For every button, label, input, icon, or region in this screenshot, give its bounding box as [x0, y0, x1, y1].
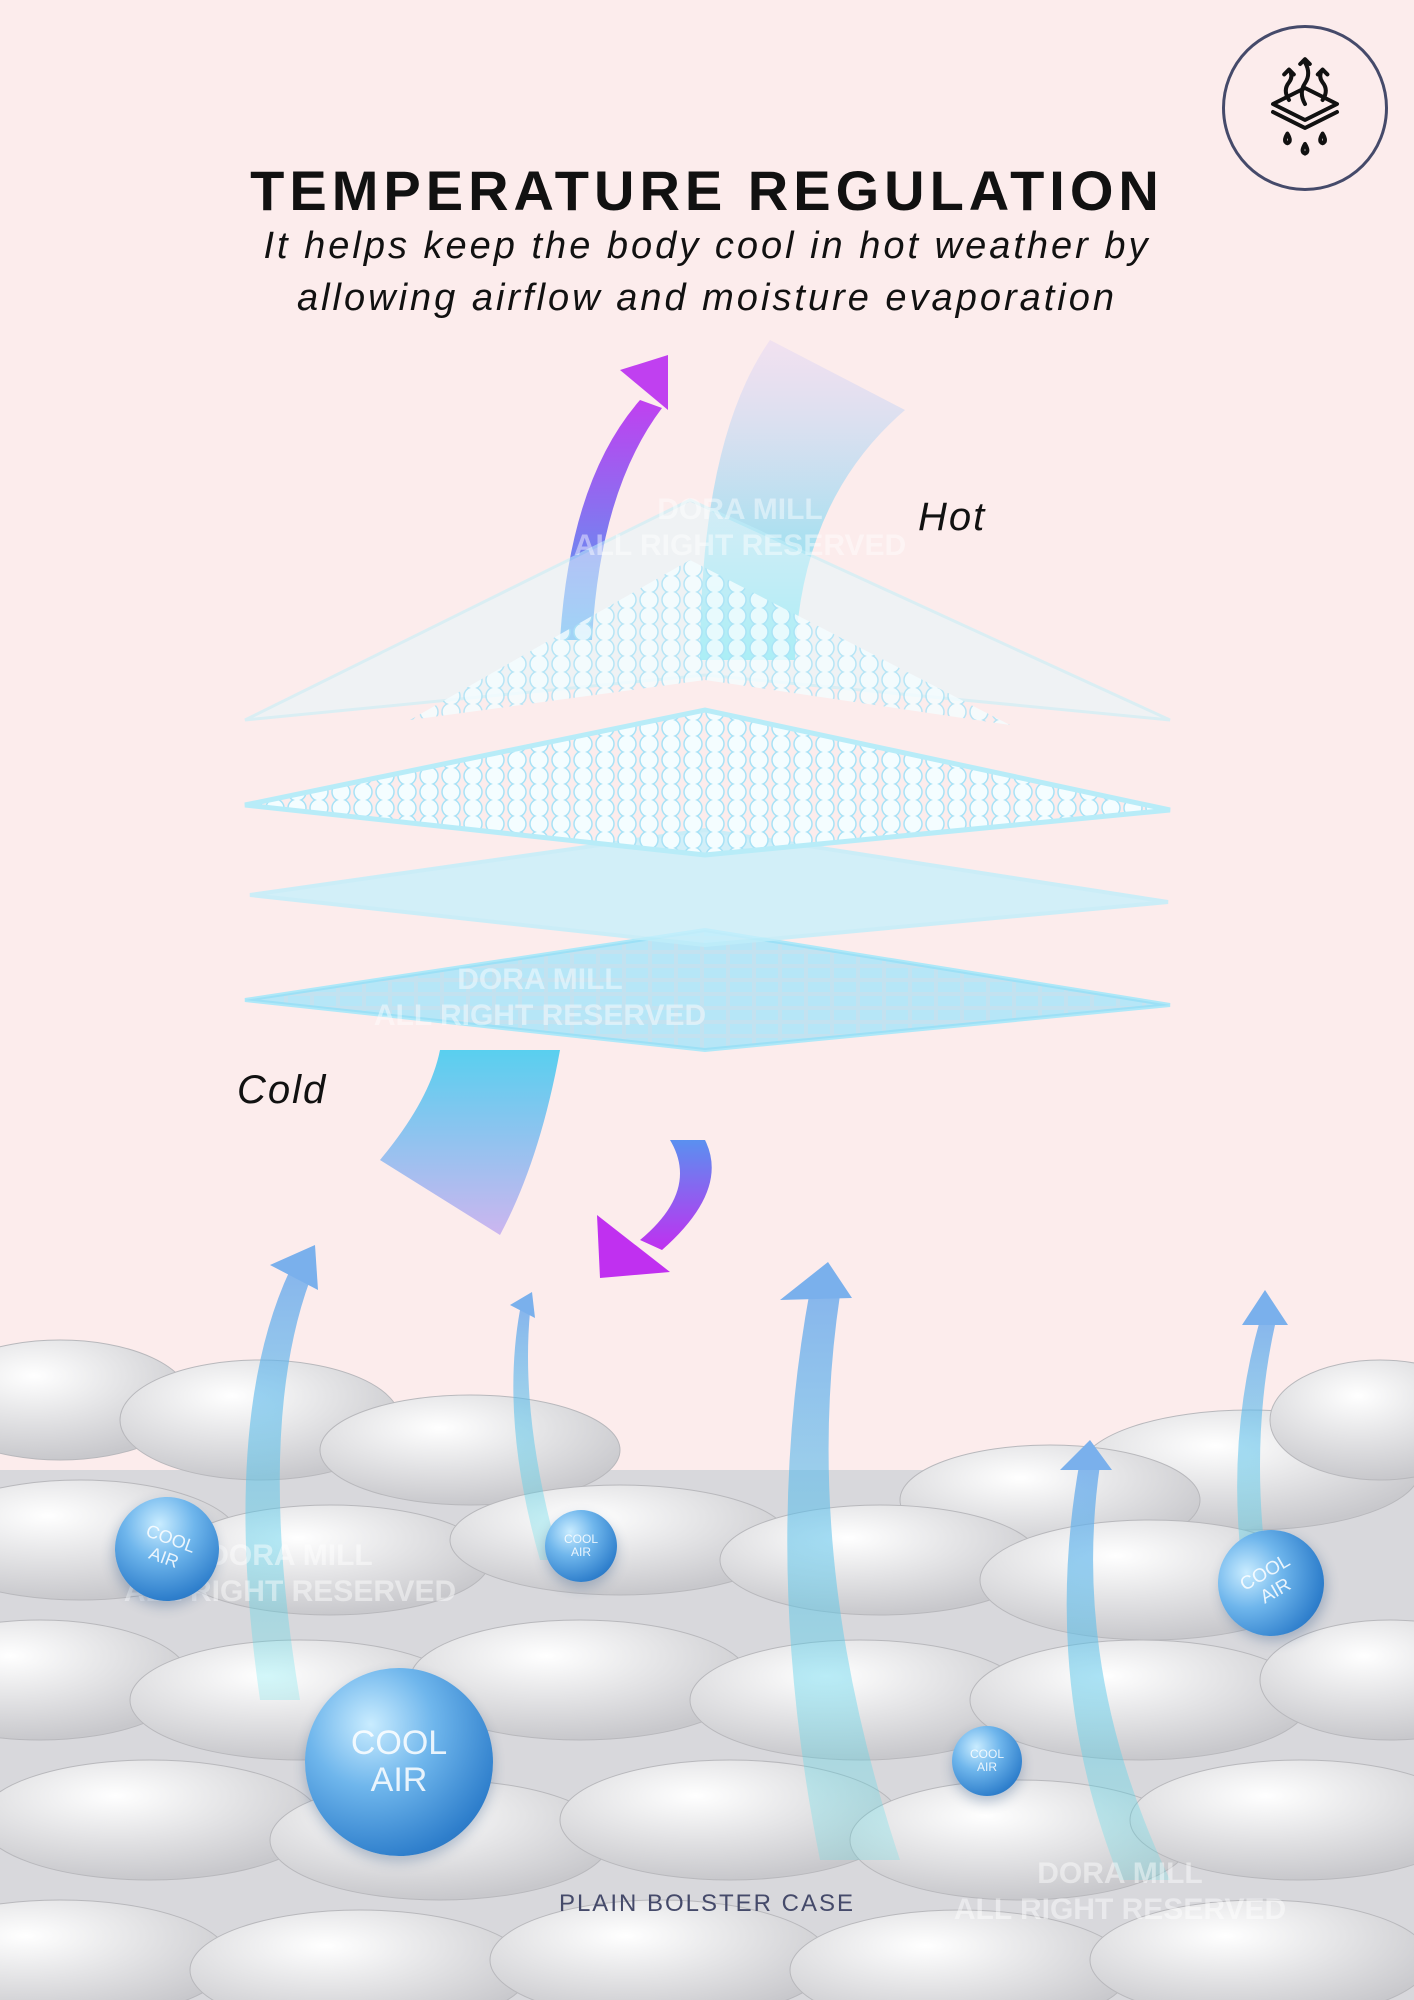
bubble-text: COOL: [969, 1746, 1004, 1761]
watermark-line-2: ALL RIGHT RESERVED: [953, 1893, 1287, 1926]
subtitle-line-1: It helps keep the body cool in hot weath…: [263, 225, 1151, 267]
watermark-line-1: DORA MILL: [657, 493, 823, 526]
watermark-line-1: DORA MILL: [457, 963, 623, 996]
bubble-text: AIR: [370, 1761, 428, 1799]
watermark-line-2: ALL RIGHT RESERVED: [373, 999, 707, 1032]
product-name: PLAIN BOLSTER CASE: [558, 1890, 856, 1917]
hot-label: Hot: [918, 495, 987, 539]
cold-label: Cold: [237, 1068, 328, 1112]
bubble-text: COOL: [563, 1531, 598, 1546]
watermark-line-1: DORA MILL: [1037, 1857, 1203, 1890]
bubble-text: COOL: [350, 1723, 448, 1762]
page-title: TEMPERATURE REGULATION: [250, 159, 1164, 222]
subtitle-line-2: allowing airflow and moisture evaporatio…: [296, 277, 1118, 319]
bubble-text: AIR: [570, 1545, 591, 1559]
watermark-line-1: DORA MILL: [207, 1539, 373, 1572]
breathable-fabric-icon: [1222, 25, 1388, 191]
watermark-line-2: ALL RIGHT RESERVED: [573, 529, 907, 562]
bubble-text: AIR: [976, 1760, 997, 1774]
cool-air-arrows: [245, 1245, 1288, 1880]
